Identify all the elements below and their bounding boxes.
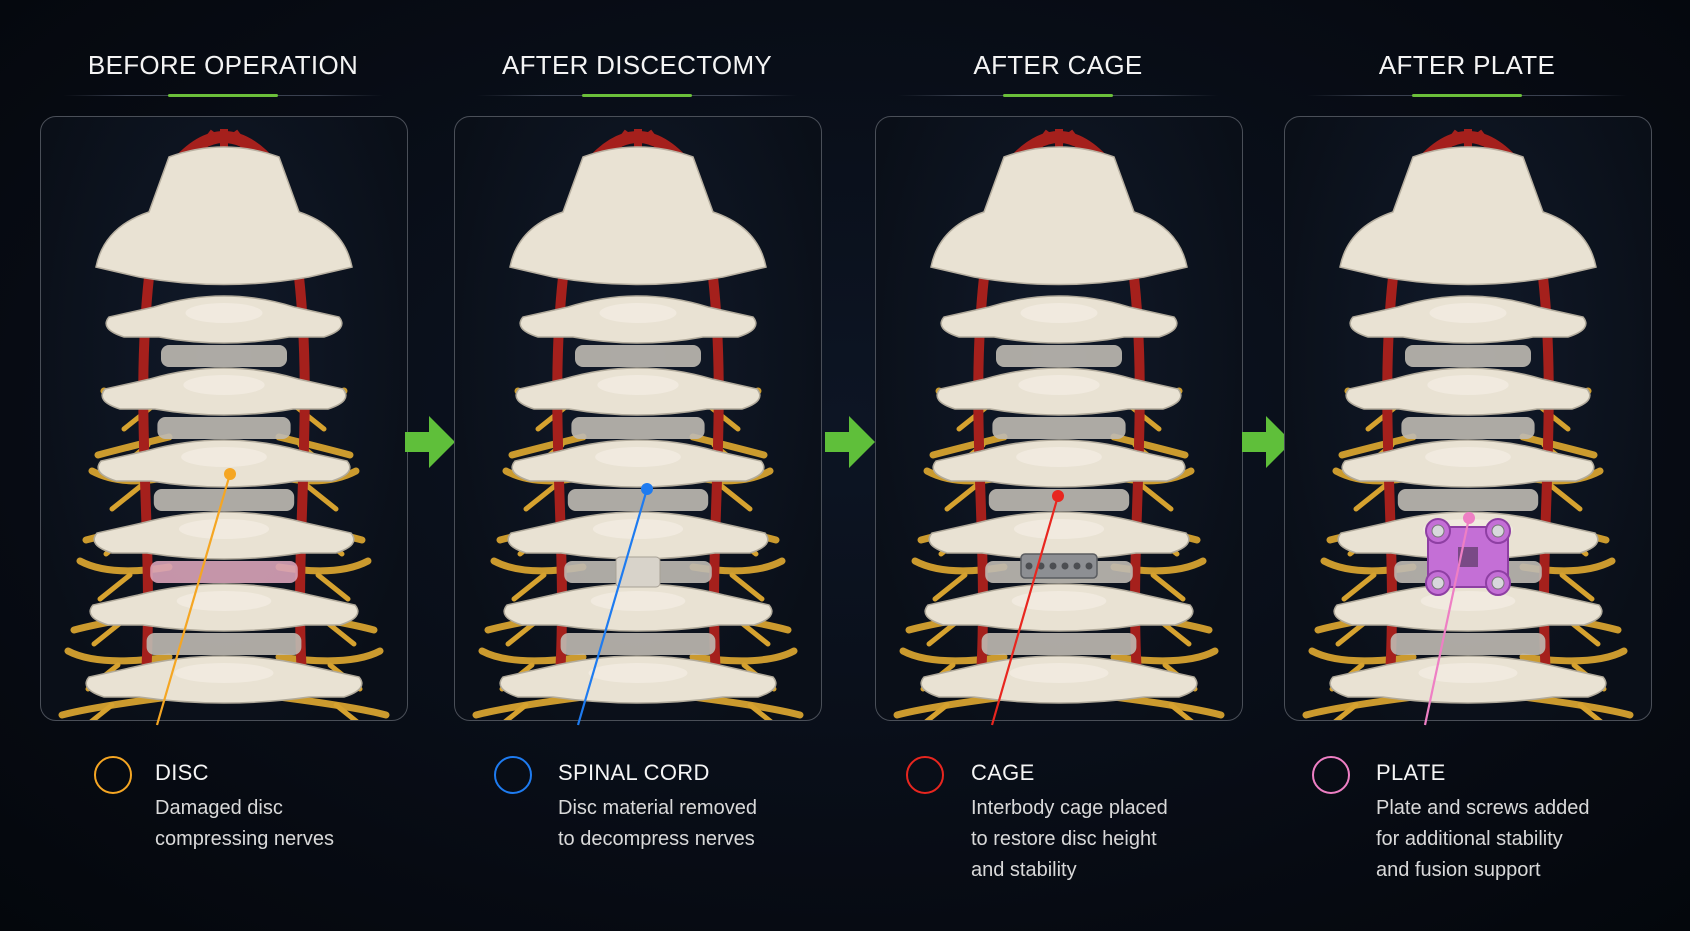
legend-description: Interbody cage placed to restore disc he…	[971, 797, 1168, 881]
spine-panel	[1284, 116, 1652, 721]
spine-panel	[40, 116, 408, 721]
stage-title: AFTER CAGE	[973, 50, 1143, 80]
disc-marker-icon	[94, 756, 132, 794]
stage-title: BEFORE OPERATION	[87, 50, 359, 80]
cage-marker-icon	[906, 756, 944, 794]
legend-label: SPINAL CORD	[558, 760, 710, 785]
stage-before-operation: BEFORE OPERATION DISC Damaged disc compr…	[23, 0, 423, 931]
spinal-cord-marker-icon	[494, 756, 532, 794]
stage-after-discectomy: AFTER DISCECTOMY SPINAL CORD Disc materi…	[437, 0, 837, 931]
stage-title: AFTER PLATE	[1378, 50, 1556, 80]
legend-label: CAGE	[971, 760, 1035, 785]
spine-panel	[454, 116, 822, 721]
stage-after-cage: AFTER CAGE CAGE Interbody cage placed to…	[858, 0, 1258, 931]
legend-description: Damaged disc compressing nerves	[155, 797, 334, 850]
arrow-right-icon	[825, 416, 875, 468]
legend-description: Plate and screws added for additional st…	[1376, 797, 1590, 881]
title-accent-bar	[1412, 94, 1522, 97]
legend-label: PLATE	[1376, 760, 1446, 785]
arrow-right-icon	[1242, 416, 1292, 468]
plate-marker-icon	[1312, 756, 1350, 794]
spine-illustration	[1302, 129, 1634, 720]
spine-illustration	[893, 129, 1225, 720]
spine-illustration	[58, 129, 390, 720]
arrow-right-icon	[405, 416, 455, 468]
spine-panel	[875, 116, 1243, 721]
stage-after-plate: AFTER PLATE PLATE Plate and screws added…	[1267, 0, 1667, 931]
title-accent-bar	[1003, 94, 1113, 97]
title-accent-bar	[582, 94, 692, 97]
stage-title: AFTER DISCECTOMY	[501, 50, 773, 80]
spine-illustration	[472, 129, 804, 720]
legend-label: DISC	[155, 760, 209, 785]
legend-description: Disc material removed to decompress nerv…	[558, 797, 757, 850]
title-accent-bar	[168, 94, 278, 97]
